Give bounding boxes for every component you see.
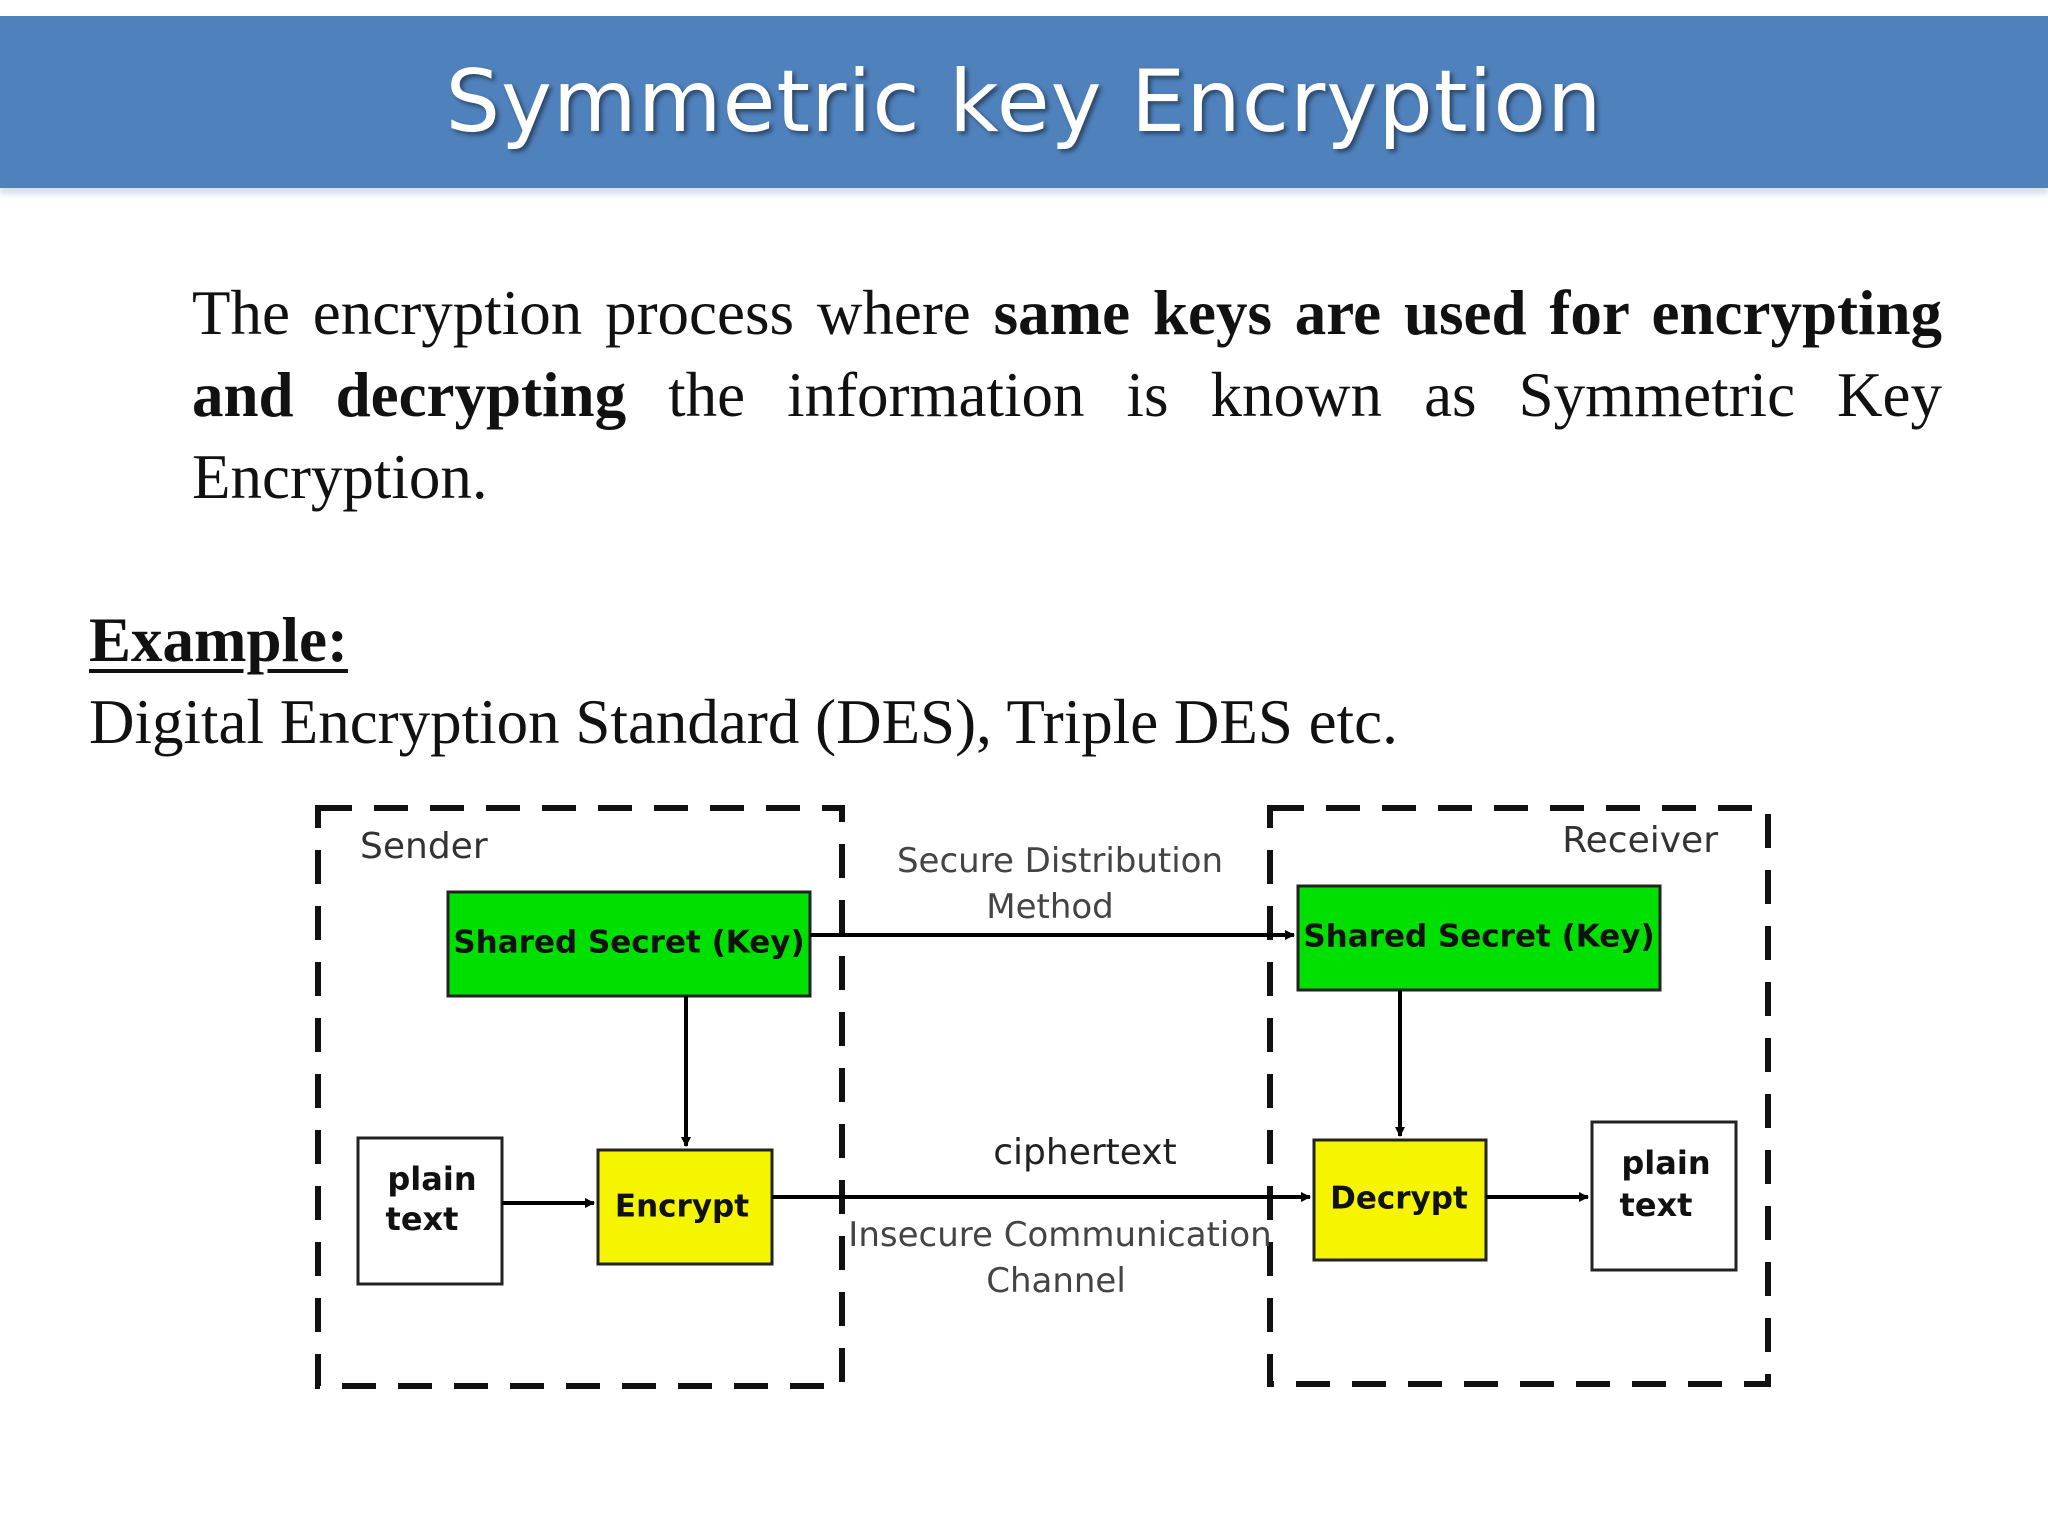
plaintext-output-line2: text <box>1620 1186 1693 1224</box>
secure-method-label: Method <box>986 887 1114 927</box>
sender-label: Sender <box>360 826 488 867</box>
insecure-channel-label: Insecure Communication <box>848 1215 1271 1255</box>
plaintext-output-line1: plain <box>1621 1144 1710 1182</box>
receiver-key-label: Shared Secret (Key) <box>1303 919 1654 955</box>
plaintext-input-box <box>356 1136 504 1286</box>
plaintext-input-line1: plain <box>387 1160 476 1198</box>
ciphertext-label: ciphertext <box>993 1132 1176 1173</box>
definition-text-end: the information is known as Symmetric Ke… <box>192 360 1942 512</box>
encrypt-label: Encrypt <box>615 1189 749 1225</box>
definition-text-start: The encryption process where <box>192 278 994 348</box>
definition-emphasis: same keys are used for encrypting and de… <box>192 278 1942 430</box>
plaintext-output-box <box>1590 1120 1738 1272</box>
title-bar: Symmetric key Encryption <box>0 16 2048 188</box>
receiver-key-box <box>1296 884 1662 992</box>
encrypt-box <box>596 1148 774 1266</box>
plaintext-input-line2: text <box>386 1200 459 1238</box>
insecure-channel-label-2: Channel <box>986 1261 1126 1301</box>
example-heading: Example: <box>89 605 348 675</box>
example-text: Digital Encryption Standard (DES), Tripl… <box>89 687 1398 757</box>
decrypt-box <box>1312 1138 1488 1262</box>
sender-key-box <box>446 890 812 998</box>
sender-region <box>315 805 845 1389</box>
slide-title: Symmetric key Encryption <box>445 52 1603 152</box>
definition-paragraph: The encryption process where same keys a… <box>192 272 1942 518</box>
receiver-region <box>1267 805 1771 1387</box>
decrypt-label: Decrypt <box>1330 1181 1468 1217</box>
receiver-label: Receiver <box>1562 820 1718 861</box>
secure-distribution-label: Secure Distribution <box>897 841 1223 881</box>
sender-key-label: Shared Secret (Key) <box>453 925 804 961</box>
